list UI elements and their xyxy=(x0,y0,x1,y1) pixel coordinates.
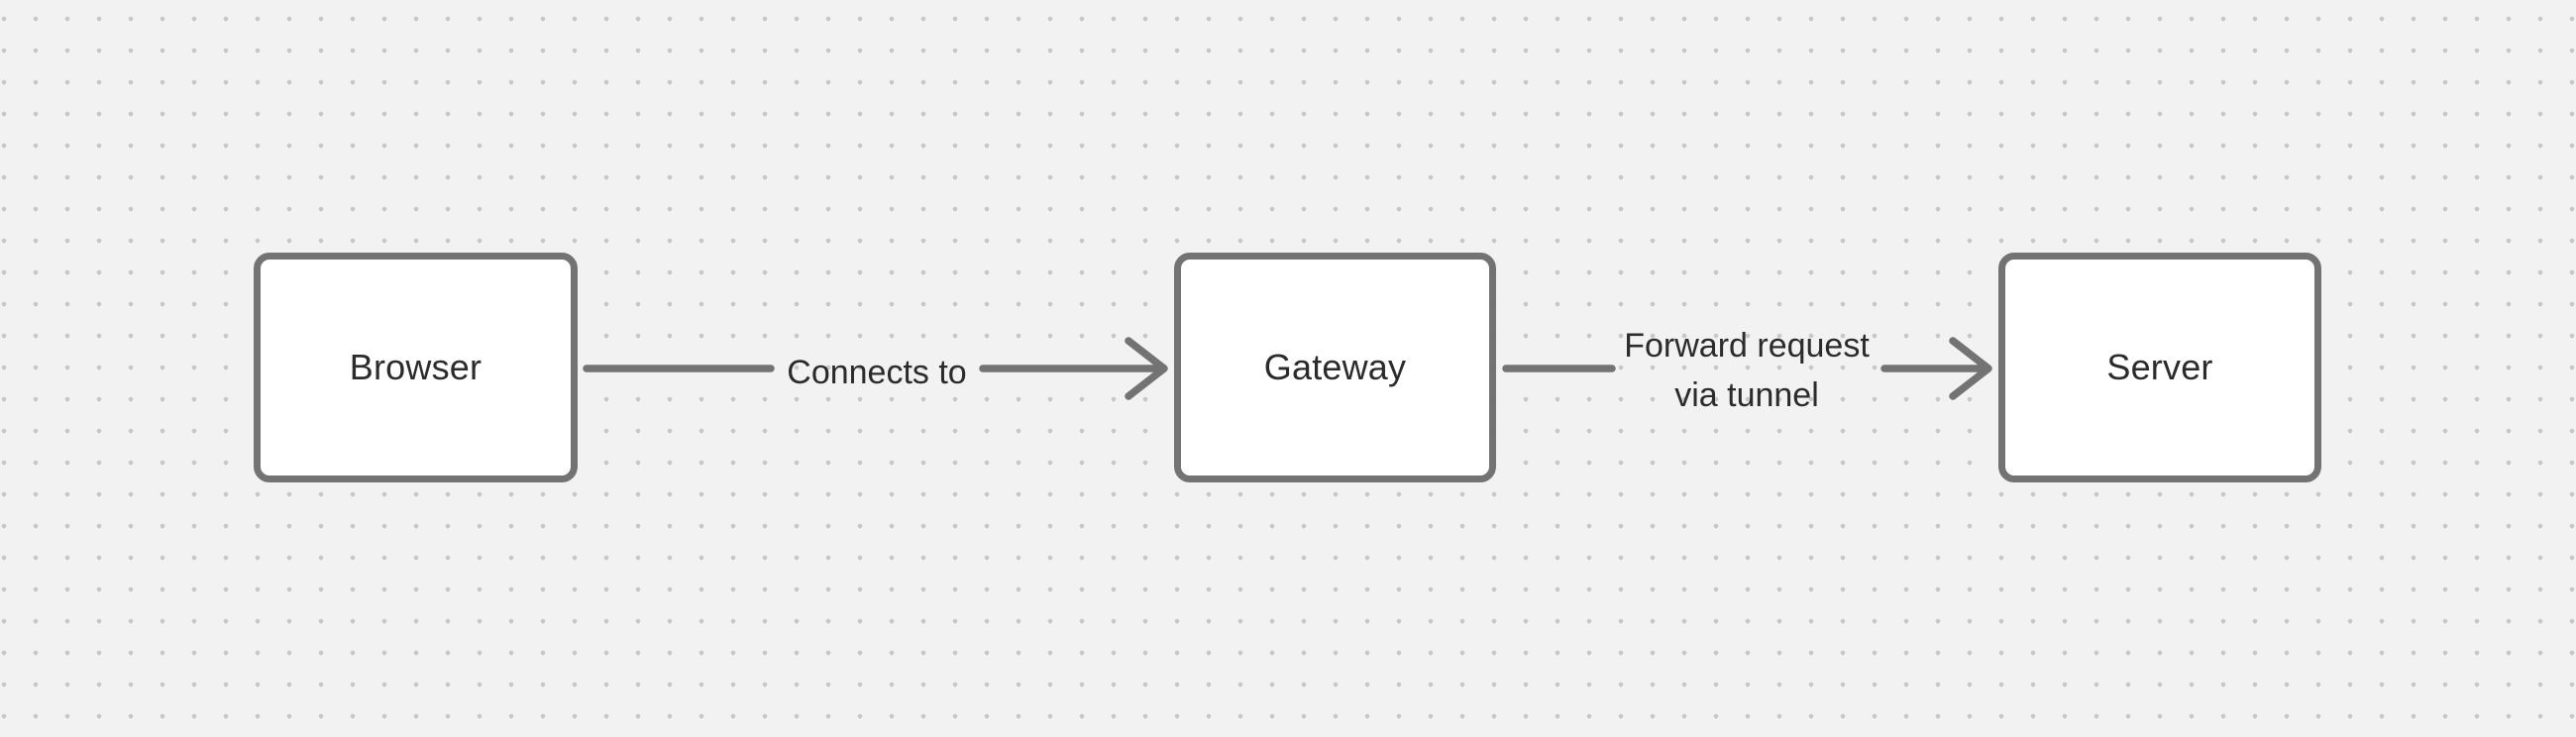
edge-label-forward-request-line-1: Forward request xyxy=(1624,327,1870,365)
edge-label-forward-request[interactable]: Forward request via tunnel xyxy=(1624,321,1870,420)
edge-label-forward-request-line-2: via tunnel xyxy=(1674,376,1819,414)
node-server[interactable]: Server xyxy=(1998,253,2321,482)
node-browser[interactable]: Browser xyxy=(254,253,578,482)
connector-browser-gateway[interactable] xyxy=(583,337,1168,400)
arrow-head-icon xyxy=(1949,337,1992,400)
node-server-label: Server xyxy=(2106,347,2213,387)
node-gateway[interactable]: Gateway xyxy=(1174,253,1496,482)
arrow-head-icon xyxy=(1125,337,1168,400)
connector-gateway-server[interactable] xyxy=(1502,337,1992,400)
node-browser-label: Browser xyxy=(349,347,483,387)
node-gateway-label: Gateway xyxy=(1263,347,1407,387)
edge-label-connects-to[interactable]: Connects to xyxy=(787,354,967,391)
